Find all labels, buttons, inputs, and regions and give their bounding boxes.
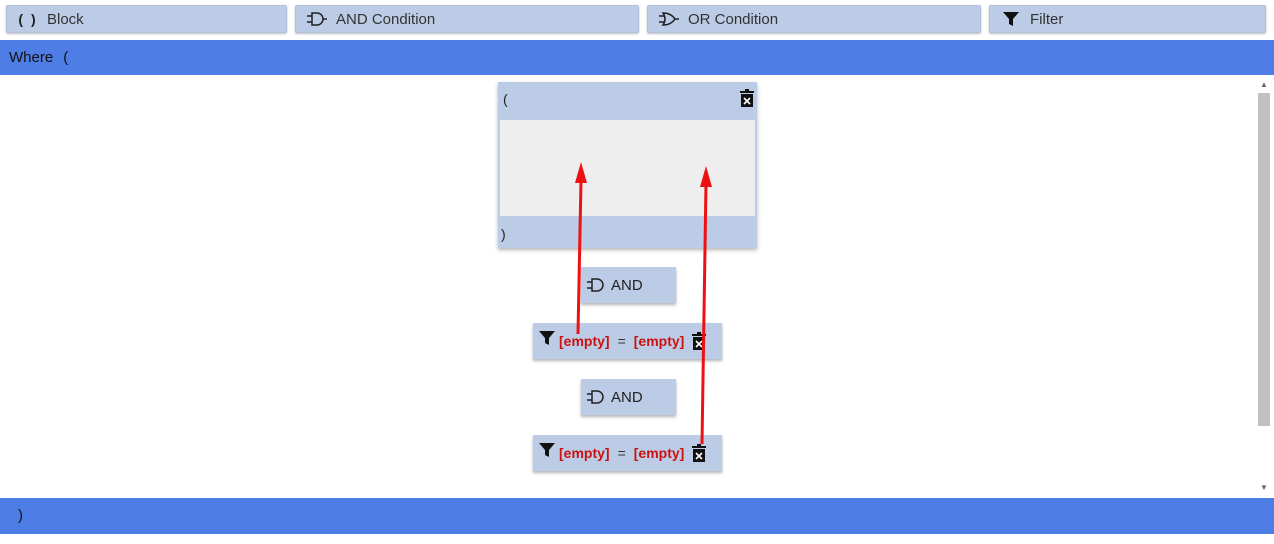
and-connector-label: AND <box>611 388 643 406</box>
or-gate-icon <box>658 12 680 26</box>
filter-row: [empty] = [empty] <box>533 435 722 471</box>
and-gate-icon <box>587 278 607 292</box>
trash-icon[interactable] <box>740 89 754 112</box>
add-or-condition-button[interactable]: OR Condition <box>647 5 981 33</box>
and-gate-icon <box>306 12 328 26</box>
where-label: Where <box>9 49 54 66</box>
vertical-scrollbar[interactable]: ▲ ▼ <box>1258 78 1270 495</box>
filter-field-select[interactable]: [empty] <box>559 445 610 461</box>
block-open-paren: ( <box>503 91 508 107</box>
add-and-condition-button[interactable]: AND Condition <box>295 5 639 33</box>
and-connector[interactable]: AND <box>581 379 676 415</box>
scroll-up-arrow-icon[interactable]: ▲ <box>1260 80 1268 89</box>
funnel-icon <box>539 330 555 346</box>
and-connector[interactable]: AND <box>581 267 676 303</box>
where-open-paren: ( <box>63 49 69 66</box>
filter-operator[interactable]: = <box>617 333 626 349</box>
condition-block[interactable]: ( ) <box>498 82 757 248</box>
where-close-paren: ) <box>18 507 23 524</box>
and-connector-label: AND <box>611 276 643 294</box>
where-header: Where ( <box>0 40 1274 75</box>
add-filter-button[interactable]: Filter <box>989 5 1266 33</box>
and-gate-icon <box>587 390 607 404</box>
add-or-condition-label: OR Condition <box>688 10 779 28</box>
trash-icon[interactable] <box>692 332 707 350</box>
funnel-icon <box>1000 11 1022 27</box>
parentheses-icon: ( ) <box>18 11 38 27</box>
filter-value-select[interactable]: [empty] <box>633 445 685 461</box>
add-and-condition-label: AND Condition <box>336 10 436 28</box>
scroll-down-arrow-icon[interactable]: ▼ <box>1260 483 1268 492</box>
block-drop-area[interactable] <box>500 120 755 216</box>
where-footer: ) <box>0 498 1274 534</box>
filter-field-select[interactable]: [empty] <box>559 333 610 349</box>
block-close-paren: ) <box>501 226 506 242</box>
query-canvas: ( ) AND [empty] = [empty] AND [empty] <box>0 75 1274 498</box>
add-block-button[interactable]: ( ) Block <box>6 5 287 33</box>
funnel-icon <box>539 442 555 458</box>
add-block-label: Block <box>47 10 84 28</box>
toolbar: ( ) Block AND Condition OR Condition Fil… <box>0 0 1274 38</box>
add-filter-label: Filter <box>1030 10 1064 28</box>
scrollbar-thumb[interactable] <box>1258 93 1270 426</box>
filter-row: [empty] = [empty] <box>533 323 722 359</box>
trash-icon[interactable] <box>692 444 707 462</box>
filter-value-select[interactable]: [empty] <box>633 333 685 349</box>
filter-operator[interactable]: = <box>617 445 626 461</box>
